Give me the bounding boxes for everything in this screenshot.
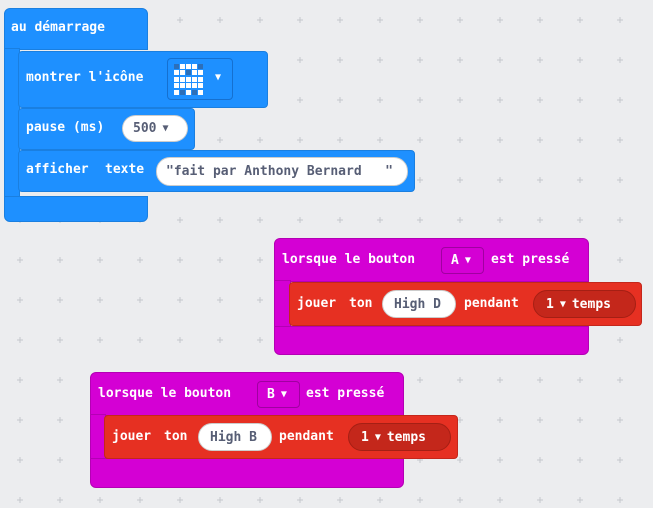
show-icon-label: montrer l'icône <box>26 70 144 85</box>
button-a-foot <box>274 326 589 355</box>
note-b-value: High B <box>210 429 257 445</box>
led-pixel <box>180 89 185 95</box>
tone-label: ton <box>164 429 188 444</box>
beats-b-dropdown[interactable]: 1 ▼ temps <box>348 423 451 451</box>
note-b-input[interactable]: High B <box>198 423 272 451</box>
on-start-foot <box>4 196 148 222</box>
show-text-label: afficher <box>26 162 89 177</box>
led-pixel <box>174 76 179 82</box>
on-start-label: au démarrage <box>11 20 105 35</box>
led-pixel <box>180 83 185 89</box>
led-pixel <box>180 64 185 69</box>
chevron-down-icon: ▼ <box>374 431 381 443</box>
icon-led-grid <box>174 64 205 95</box>
led-pixel <box>180 76 185 82</box>
led-pixel <box>186 83 191 89</box>
button-a-hat[interactable] <box>274 238 589 282</box>
duration-label: pendant <box>464 296 519 311</box>
duration-label: pendant <box>279 429 334 444</box>
led-pixel <box>198 83 203 89</box>
button-b-foot <box>90 458 404 488</box>
button-b-value: B <box>267 387 275 402</box>
led-pixel <box>198 89 203 95</box>
led-pixel <box>192 70 197 76</box>
beats-b-value: 1 <box>361 429 369 445</box>
led-pixel <box>174 89 179 95</box>
text-value: "fait par Anthony Bernard " <box>166 164 393 179</box>
button-b-label-suffix: est pressé <box>306 386 385 401</box>
on-start-hat[interactable] <box>4 8 148 50</box>
led-pixel <box>192 76 197 82</box>
led-pixel <box>174 70 179 76</box>
led-pixel <box>198 76 203 82</box>
play-label: jouer <box>297 296 337 311</box>
pause-label: pause (ms) <box>26 120 105 135</box>
led-pixel <box>174 83 179 89</box>
button-b-label-prefix: lorsque le bouton <box>98 386 232 401</box>
led-pixel <box>186 64 191 69</box>
led-pixel <box>186 89 191 95</box>
chevron-down-icon: ▼ <box>559 298 566 310</box>
led-pixel <box>180 70 185 76</box>
beats-a-value: 1 <box>546 296 554 312</box>
beats-b-unit: temps <box>386 429 426 445</box>
button-a-label-prefix: lorsque le bouton <box>282 252 416 267</box>
beats-a-dropdown[interactable]: 1 ▼ temps <box>533 290 636 318</box>
play-tone-block-b[interactable] <box>104 415 458 459</box>
chevron-down-icon: ▼ <box>280 389 287 400</box>
led-pixel <box>174 64 179 69</box>
pause-duration-dropdown[interactable]: 500 ▼ <box>122 115 188 142</box>
led-pixel <box>198 64 203 69</box>
led-pixel <box>192 83 197 89</box>
text-input[interactable]: "fait par Anthony Bernard " <box>156 157 408 186</box>
beats-a-unit: temps <box>571 296 611 312</box>
note-a-value: High D <box>394 296 441 312</box>
led-pixel <box>192 64 197 69</box>
tone-label: ton <box>349 296 373 311</box>
led-pixel <box>198 70 203 76</box>
led-pixel <box>192 89 197 95</box>
button-a-dropdown[interactable]: A ▼ <box>441 247 484 274</box>
pause-value: 500 <box>133 121 157 136</box>
button-b-dropdown[interactable]: B ▼ <box>257 381 300 408</box>
show-text-label-2: texte <box>105 162 145 177</box>
button-a-value: A <box>451 253 459 268</box>
led-pixel <box>186 70 191 76</box>
note-a-input[interactable]: High D <box>382 290 456 318</box>
chevron-down-icon: ▼ <box>215 72 222 83</box>
button-a-label-suffix: est pressé <box>491 252 570 267</box>
led-pixel <box>186 76 191 82</box>
chevron-down-icon: ▼ <box>464 255 471 266</box>
icon-picker[interactable]: ▼ <box>167 58 233 100</box>
play-label: jouer <box>112 429 152 444</box>
chevron-down-icon: ▼ <box>162 123 169 134</box>
